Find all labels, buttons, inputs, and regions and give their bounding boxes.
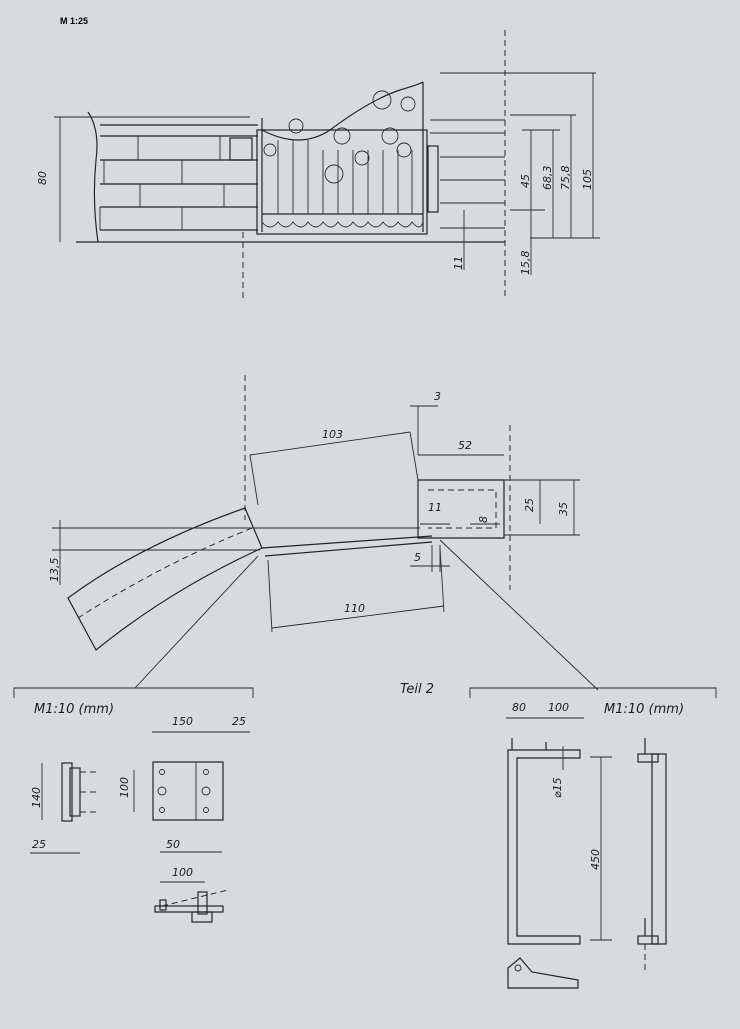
dim-13-5: 13,5 [48, 558, 61, 583]
dim-80: 80 [512, 701, 526, 714]
dim-450: 450 [589, 849, 602, 870]
dim-3: 3 [434, 390, 441, 403]
dim-gate-gap: 11 [452, 256, 465, 270]
dim-105: 105 [581, 169, 594, 190]
scale-label: M 1:25 [60, 16, 89, 26]
dim-100-side: 100 [118, 777, 131, 798]
part-label: Teil 2 [400, 682, 434, 697]
dim-8: 8 [477, 516, 490, 523]
gate [256, 81, 439, 235]
dim-25: 25 [523, 498, 536, 512]
dim-110: 110 [344, 602, 365, 615]
dim-5: 5 [414, 551, 421, 564]
dim-45: 45 [519, 174, 532, 188]
dim-50: 50 [166, 838, 180, 851]
dim-post-offset: 15,8 [519, 251, 532, 276]
elevation-view: 80 [36, 30, 600, 300]
detail-left: M1:10 (mm) 140 25 150 25 100 [13, 687, 254, 923]
dim-52: 52 [458, 439, 472, 452]
dim-25-top: 25 [232, 715, 246, 728]
detail-right-scale: M1:10 (mm) [604, 702, 684, 717]
brick-wall [87, 111, 258, 243]
dim-100-bottom: 100 [172, 866, 193, 879]
dim-150: 150 [172, 715, 193, 728]
dim-11: 11 [428, 501, 442, 514]
dim-35: 35 [557, 502, 570, 516]
detail-right: M1:10 (mm) 80 100 ⌀15 450 [469, 687, 717, 989]
dim-100-right: 100 [548, 701, 569, 714]
dim-68-3: 68,3 [541, 166, 554, 191]
detail-left-scale: M1:10 (mm) [34, 702, 114, 717]
dim-25-bottom: 25 [32, 838, 46, 851]
dim-140: 140 [30, 787, 43, 808]
dim-diameter-15: ⌀15 [551, 777, 564, 798]
dim-103: 103 [322, 428, 343, 441]
plan-view: 103 3 52 25 35 11 8 5 [48, 375, 599, 691]
dim-wall-height: 80 [36, 171, 49, 185]
dim-75-8: 75,8 [559, 166, 572, 191]
